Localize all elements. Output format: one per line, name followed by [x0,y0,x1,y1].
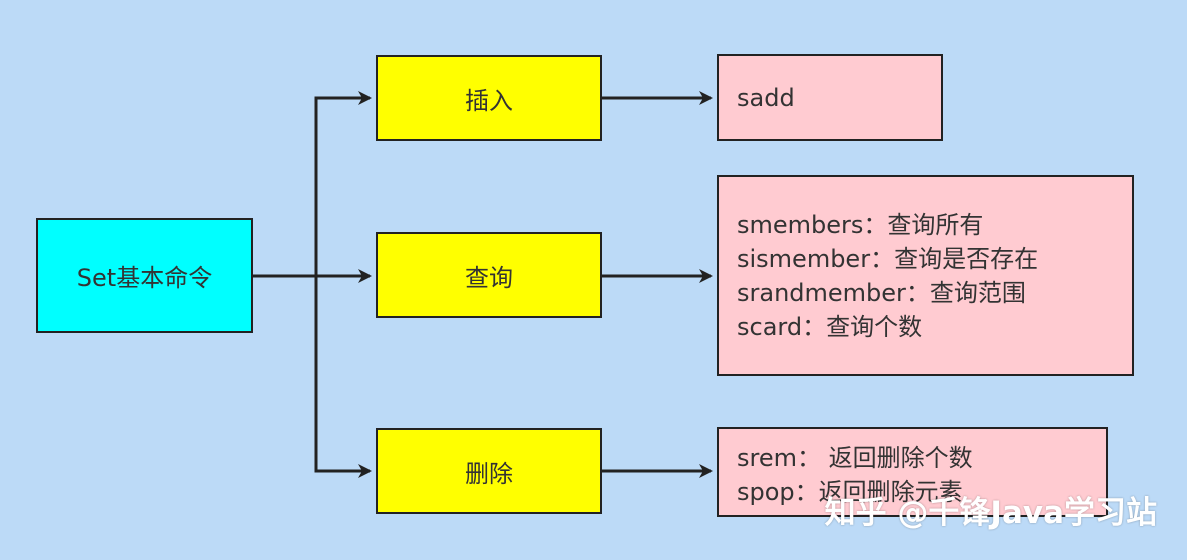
delete-detail-node: srem： 返回删除个数 spop：返回删除元素 [717,427,1108,517]
insert-detail-node: sadd [717,54,943,141]
root-node: Set基本命令 [36,218,253,333]
query-category-label: 查询 [465,263,513,292]
query-command-scard: scard：查询个数 [737,312,923,341]
query-detail-node: smembers：查询所有 sismember：查询是否存在 srandmemb… [717,175,1134,376]
insert-category-label: 插入 [465,86,513,115]
insert-category-node: 插入 [376,55,602,141]
query-command-sismember: sismember：查询是否存在 [737,244,1039,273]
insert-detail-lines: sadd [737,81,795,115]
query-detail-lines: smembers：查询所有 sismember：查询是否存在 srandmemb… [737,208,1038,344]
delete-command-spop: spop：返回删除元素 [737,478,963,506]
delete-category-label: 删除 [465,459,513,488]
delete-command-srem: srem： 返回删除个数 [737,444,973,472]
root-to-insert-connector [253,91,372,278]
insert-command-sadd: sadd [737,83,795,112]
query-command-smembers: smembers：查询所有 [737,210,984,239]
delete-detail-lines: srem： 返回删除个数 spop：返回删除元素 [737,441,973,509]
source-watermark: 知乎 @千锋Java学习站 [824,495,1157,531]
delete-category-node: 删除 [376,428,602,514]
query-command-srandmember: srandmember：查询范围 [737,278,1026,307]
root-label: Set基本命令 [76,264,213,292]
query-category-node: 查询 [376,232,602,318]
root-to-delete-connector [253,274,372,478]
